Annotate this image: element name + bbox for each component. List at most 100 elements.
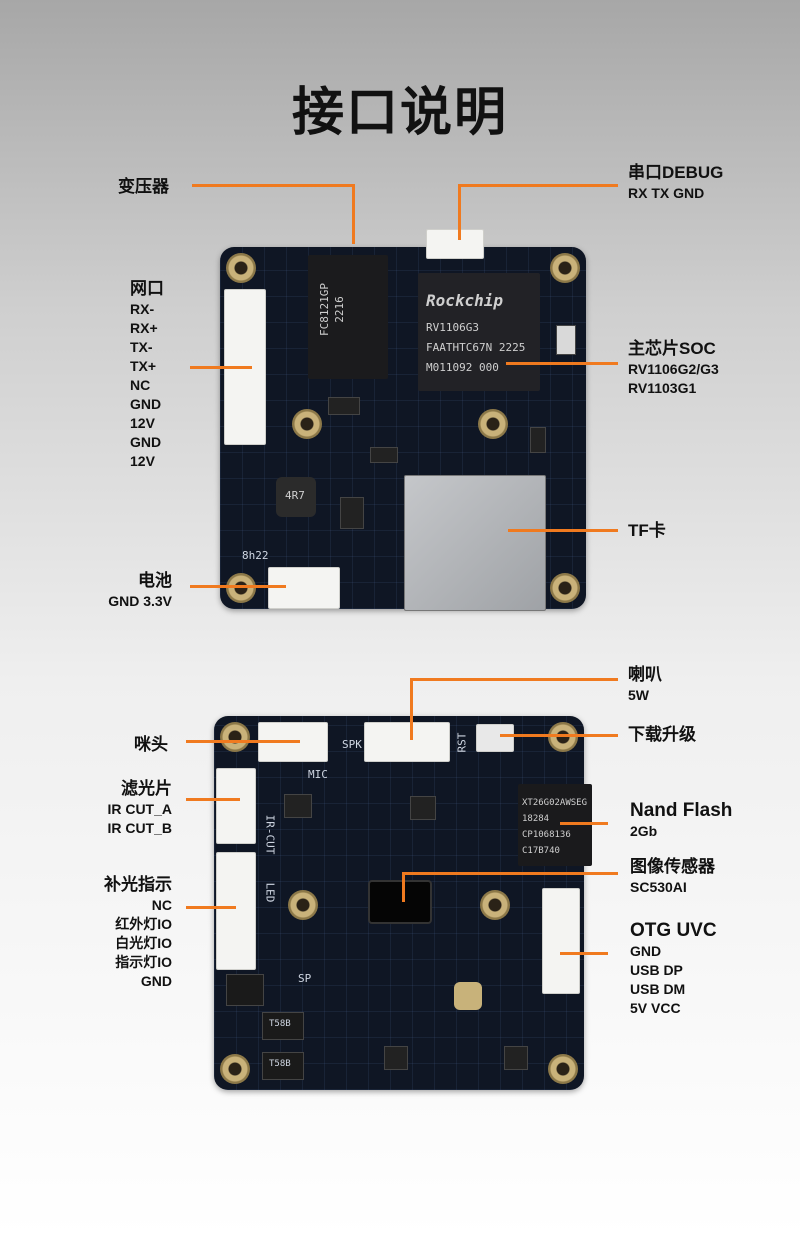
- diode-label: T58B: [269, 1059, 291, 1069]
- network-pin: GND: [130, 434, 162, 450]
- network-pin: RX-: [130, 301, 155, 317]
- fill-light-heading: 补光指示: [104, 875, 172, 894]
- leader-line: [186, 798, 240, 801]
- silk-sp: SP: [298, 972, 312, 985]
- debug-connector: [426, 229, 484, 259]
- soc-mark-1: RV1106G3: [426, 321, 479, 334]
- date-code: 8h22: [242, 549, 269, 562]
- mount-hole: [480, 890, 510, 920]
- label-sensor: 图像传感器 SC530AI: [630, 856, 715, 897]
- network-pin: 12V: [130, 453, 155, 469]
- fill-light-pin: 指示灯IO: [115, 954, 172, 970]
- nand-flash-chip: XT26G02AWSEG 18284 CP1068136 C17B740: [518, 784, 592, 866]
- filter-pin: IR CUT_B: [107, 820, 172, 836]
- leader-line: [402, 872, 618, 875]
- label-debug: 串口DEBUG RX TX GND: [628, 162, 723, 203]
- transformer-label: FC8121GP: [317, 283, 331, 336]
- leader-line: [190, 585, 286, 588]
- label-network: 网口 RX- RX+ TX- TX+ NC GND 12V GND 12V: [130, 278, 164, 471]
- battery-connector: [268, 567, 340, 609]
- fill-light-connector: [216, 852, 256, 970]
- network-pin: GND: [130, 396, 162, 412]
- mount-hole: [220, 1054, 250, 1084]
- network-pin: 12V: [130, 415, 155, 431]
- leader-line: [458, 184, 618, 187]
- mount-hole: [292, 409, 322, 439]
- label-soc: 主芯片SOC RV1106G2/G3 RV1103G1: [628, 338, 719, 398]
- ircut-connector: [216, 768, 256, 844]
- leader-line: [458, 184, 461, 240]
- image-sensor: [368, 880, 432, 924]
- tf-card-slot: [404, 475, 546, 611]
- component: [504, 1046, 528, 1070]
- leader-line: [506, 362, 618, 365]
- label-fill-light: 补光指示 NC 红外灯IO 白光灯IO 指示灯IO GND: [60, 874, 172, 991]
- rockchip-logo: Rockchip: [426, 291, 504, 310]
- leader-line: [508, 529, 618, 532]
- tf-heading: TF卡: [628, 521, 666, 540]
- diode-label: T58B: [269, 1019, 291, 1029]
- mount-hole: [548, 722, 578, 752]
- silk-rst: RST: [455, 732, 469, 753]
- label-battery: 电池 GND 3.3V: [84, 570, 172, 611]
- leader-line: [402, 872, 405, 902]
- leader-line: [410, 678, 413, 740]
- network-pin: TX+: [130, 358, 157, 374]
- label-tf: TF卡: [628, 520, 666, 542]
- pcb-board-bottom: XT26G02AWSEG 18284 CP1068136 C17B740 T58…: [214, 716, 592, 1090]
- component: [340, 497, 364, 529]
- battery-pins: GND 3.3V: [108, 593, 172, 609]
- network-heading: 网口: [130, 279, 164, 298]
- soc-model: RV1106G2/G3: [628, 361, 719, 377]
- nand-mark-3: CP1068136: [522, 830, 571, 840]
- leader-line: [560, 952, 608, 955]
- transformer-heading: 变压器: [118, 177, 169, 196]
- otg-heading: OTG UVC: [630, 920, 717, 941]
- diode: T58B: [262, 1012, 304, 1040]
- otg-pin: 5V VCC: [630, 1000, 681, 1016]
- leader-line: [186, 906, 236, 909]
- leader-line: [190, 366, 252, 369]
- speaker-power: 5W: [628, 687, 649, 703]
- label-filter: 滤光片 IR CUT_A IR CUT_B: [60, 778, 172, 838]
- fill-light-pin: 白光灯IO: [115, 935, 172, 951]
- soc-model: RV1103G1: [628, 380, 697, 396]
- component: [226, 974, 264, 1006]
- silk-led: LED: [263, 882, 277, 903]
- debug-heading: 串口DEBUG: [628, 163, 724, 182]
- pcb-board-top: FC8121GP 2216 Rockchip RV1106G3 FAATHTC6…: [220, 229, 586, 611]
- leader-line: [560, 822, 608, 825]
- mount-hole: [550, 253, 580, 283]
- mount-hole: [478, 409, 508, 439]
- label-transformer: 变压器: [118, 176, 169, 198]
- silk-ircut: IR-CUT: [263, 814, 277, 855]
- component: [410, 796, 436, 820]
- nand-size: 2Gb: [630, 823, 658, 839]
- filter-pin: IR CUT_A: [107, 801, 172, 817]
- silk-mic: MIC: [308, 768, 328, 781]
- network-pin: NC: [130, 377, 151, 393]
- otg-pin: USB DM: [630, 981, 686, 997]
- network-pin: TX-: [130, 339, 153, 355]
- leader-line: [186, 740, 300, 743]
- sensor-model: SC530AI: [630, 879, 687, 895]
- debug-pins: RX TX GND: [628, 185, 705, 201]
- otg-pin: USB DP: [630, 962, 683, 978]
- mount-hole: [220, 722, 250, 752]
- nand-mark-1: XT26G02AWSEG: [522, 798, 588, 808]
- leader-line: [410, 678, 618, 681]
- leader-line: [352, 184, 355, 244]
- label-upgrade: 下载升级: [628, 724, 696, 746]
- component: [284, 794, 312, 818]
- filter-heading: 滤光片: [121, 779, 172, 798]
- nand-heading: Nand Flash: [630, 800, 733, 821]
- battery-heading: 电池: [138, 571, 172, 590]
- fill-light-pin: NC: [151, 897, 172, 913]
- component: [384, 1046, 408, 1070]
- network-pin: RX+: [130, 320, 158, 336]
- inductor-label: 4R7: [285, 489, 305, 502]
- fill-light-pin: GND: [140, 973, 172, 989]
- upgrade-button: [476, 724, 514, 752]
- silk-spk: SPK: [342, 738, 362, 751]
- transformer-chip: FC8121GP 2216: [308, 255, 388, 379]
